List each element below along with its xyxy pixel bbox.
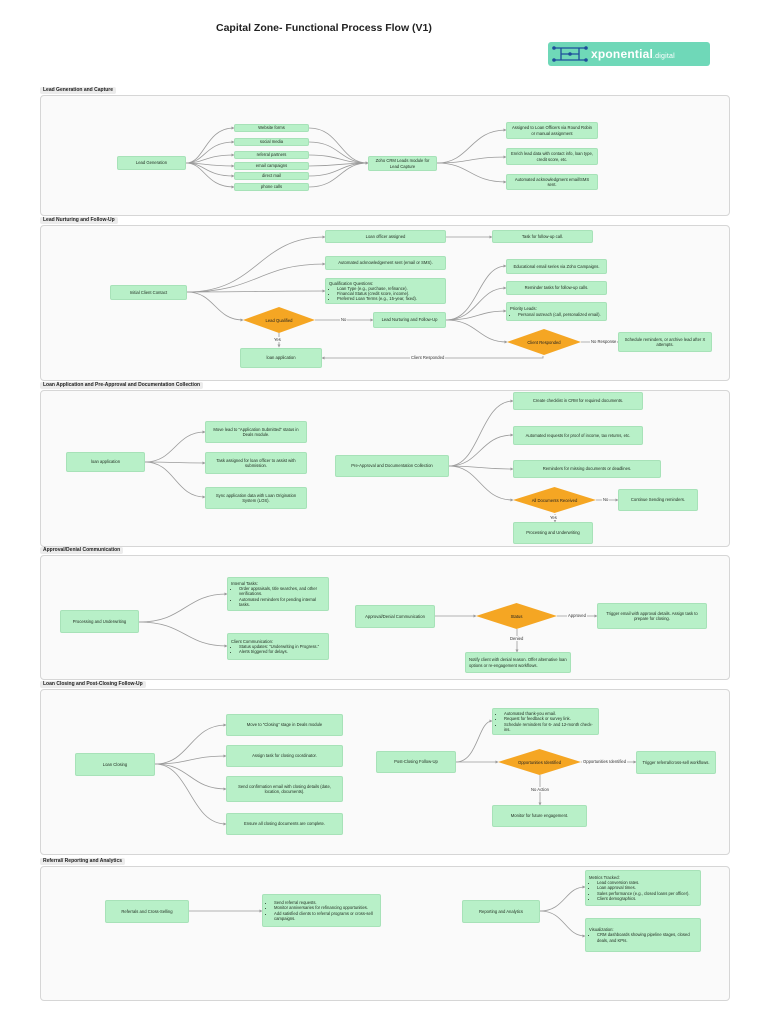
direct-mail-node: direct mail [234,172,309,180]
sync-los-node: Sync application data with Loan Originat… [205,487,307,509]
task-followup-node: Task for follow-up call. [492,230,593,243]
client-communication-node: Client Communication: Status updates: “U… [227,633,329,660]
priority-item: Personal outreach (call, personalized em… [518,312,601,317]
no-response-label: No Response [590,339,618,344]
post-closing-node: Post-Closing Follow-Up [376,751,456,773]
notify-denial-node: Notify client with denial reason. Offer … [465,652,571,673]
lead-generation-node: Lead Generation [117,156,186,170]
schedule-reminders-node: Schedule reminders, or archive lead afte… [618,332,712,352]
checklist-node: Create checklist in CRM for required doc… [513,392,643,410]
edu-email-node: Educational email series via Zoho Campai… [506,259,607,274]
all-docs-yes-label: Yes [549,515,558,520]
circuit-logo-icon [552,46,588,62]
referrals-cross-selling-node: Referrals and Cross-Selling [105,900,189,923]
ensure-documents-node: Ensure all closing documents are complet… [226,813,343,835]
priority-title: Priority Leads: [510,306,537,312]
qualification-item: Financial Status (credit score, income). [337,291,417,296]
post-closing-actions-node: Automated thank-you email.Request for fe… [492,708,599,735]
loan-application-node-nurture: loan application [240,348,322,368]
logo-text: xponential [591,47,654,61]
referral-item: Send referral requests. [274,900,377,905]
section-label-loan-closing: Loan Closing and Post-Closing Follow-Up [40,681,146,688]
metrics-item: Loan approval times. [597,885,690,890]
referral-item: Add satisfied clients to referral progra… [274,911,377,921]
section-label-approval-denial: Approval/Denial Communication [40,547,124,554]
trigger-referral-node: Trigger referral/cross-sell workflows. [636,751,716,774]
logo-suffix: .digital [653,53,675,60]
assign-task-closing-node: Assign task for closing coordinator. [226,745,343,767]
qualification-item: Loan Type (e.g., purchase, refinance). [337,286,417,291]
priority-leads-node: Priority Leads: Personal outreach (call,… [506,302,607,321]
monitor-engagement-node: Monitor for future engagement. [492,805,587,827]
page-title: Capital Zone- Functional Process Flow (V… [216,22,432,34]
reminder-tasks-node: Reminder tasks for follow-up calls. [506,281,607,295]
internal-tasks-node: Internal Tasks: Order appraisals, title … [227,577,329,611]
client-communication-item: Alerts triggered for delays. [239,649,319,654]
lead-qualified-yes-label: Yes [273,337,282,342]
auto-ack-sent-node: Automated acknowledgement sent (email or… [325,256,446,270]
qualification-questions-node: Qualification Questions: Loan Type (e.g.… [325,278,446,304]
post-closing-item: Request for feedback or survey link. [504,716,595,721]
auto-ack-node: Automated acknowledgment email/SMS sent. [506,174,598,190]
post-closing-item: Automated thank-you email. [504,711,595,716]
panel-lead-generation [40,95,730,216]
move-lead-node: Move lead to “Application Submitted” sta… [205,421,307,443]
denied-label: Denied [509,636,525,641]
no-action-label: No Action [530,787,550,792]
referral-item: Monitor anniversaries for refinancing op… [274,905,377,910]
auto-requests-node: Automated requests for proof of income, … [513,426,643,445]
move-closing-node: Move to “Closing” stage in Deals module [226,714,343,736]
client-responded-edge-label: Client Responded [410,355,446,360]
reminders-missing-node: Reminders for missing documents or deadl… [513,460,661,478]
post-closing-item: Schedule reminders for 6- and 12-month c… [504,722,595,732]
internal-task-item: Automated reminders for pending internal… [239,597,325,607]
trigger-approval-node: Trigger email with approval details. Ass… [597,603,707,629]
email-campaigns-node: email campaigns [234,162,309,170]
internal-tasks-title: Internal Tasks: [231,580,258,586]
qualification-item: Preferred Loan Terms (e.g., 15-year, fix… [337,296,417,301]
metrics-item: Client demographics. [597,896,690,901]
referral-actions-node: Send referral requests.Monitor anniversa… [262,894,381,927]
loan-application-node: loan application [66,452,145,472]
loan-closing-node: Loan Closing [75,753,155,776]
qualification-title: Qualification Questions: [329,280,374,286]
lead-qualified-no-label: No [340,317,348,322]
processing-underwriting-node: Processing and Underwriting [60,610,139,633]
xponential-logo: xponential.digital [548,42,710,66]
processing-underwriting-node-3: Processing and Underwriting [513,522,593,544]
lead-nurturing-node: Lead Nurturing and Follow-Up [373,312,446,328]
loan-officer-assigned-node: Loan officer assigned [325,230,446,243]
reporting-analytics-node: Reporting and Analytics [462,900,540,923]
pre-approval-node: Pre-Approval and Documentation Collectio… [335,455,449,477]
website-forms-node: Website forms [234,124,309,132]
send-confirmation-node: Send confirmation email with closing det… [226,776,343,802]
section-label-referral-reporting: Referral/ Reporting and Analytics [40,858,125,865]
visualization-item: CRM dashboards showing pipeline stages, … [597,932,697,942]
initial-client-contact-node: Initial Client Contact [110,285,187,300]
section-label-loan-application: Loan Application and Pre-Approval and Do… [40,382,204,389]
assigned-officers-node: Assigned to Loan Officers via Round Robi… [506,122,598,139]
phone-calls-node: phone calls [234,183,309,191]
section-label-lead-generation: Lead Generation and Capture [40,87,117,94]
enrich-lead-node: Enrich lead data with contact info, loan… [506,148,598,165]
client-communication-item: Status updates: “Underwriting in Progres… [239,644,319,649]
visualization-title: Visualization: [589,927,614,933]
section-label-lead-nurturing: Lead Nurturing and Follow-Up [40,217,118,224]
task-assigned-node: Task assigned for loan officer to assist… [205,452,307,474]
opportunities-identified-label: Opportunities Identified [582,759,628,764]
zoho-crm-node: Zoho CRM Leads module for Lead Capture [368,156,437,171]
client-communication-title: Client Communication: [231,638,274,644]
internal-task-item: Order appraisals, title searches, and ot… [239,586,325,596]
metrics-item: Lead conversion rates. [597,880,690,885]
social-media-node: social media [234,138,309,146]
metrics-item: Sales performance (e.g., closed loans pe… [597,891,690,896]
approved-label: Approved [567,613,587,618]
approval-denial-node: Approval/Denial Communication [355,605,435,628]
all-docs-no-label: No [602,497,610,502]
metrics-tracked-node: Metrics Tracked: Lead conversion rates.L… [585,870,701,906]
continue-reminders-node: Continue Sending reminders. [618,489,698,511]
referral-partners-node: referral partners [234,151,309,159]
metrics-title: Metrics Tracked: [589,874,620,880]
visualization-node: Visualization: CRM dashboards showing pi… [585,918,701,952]
